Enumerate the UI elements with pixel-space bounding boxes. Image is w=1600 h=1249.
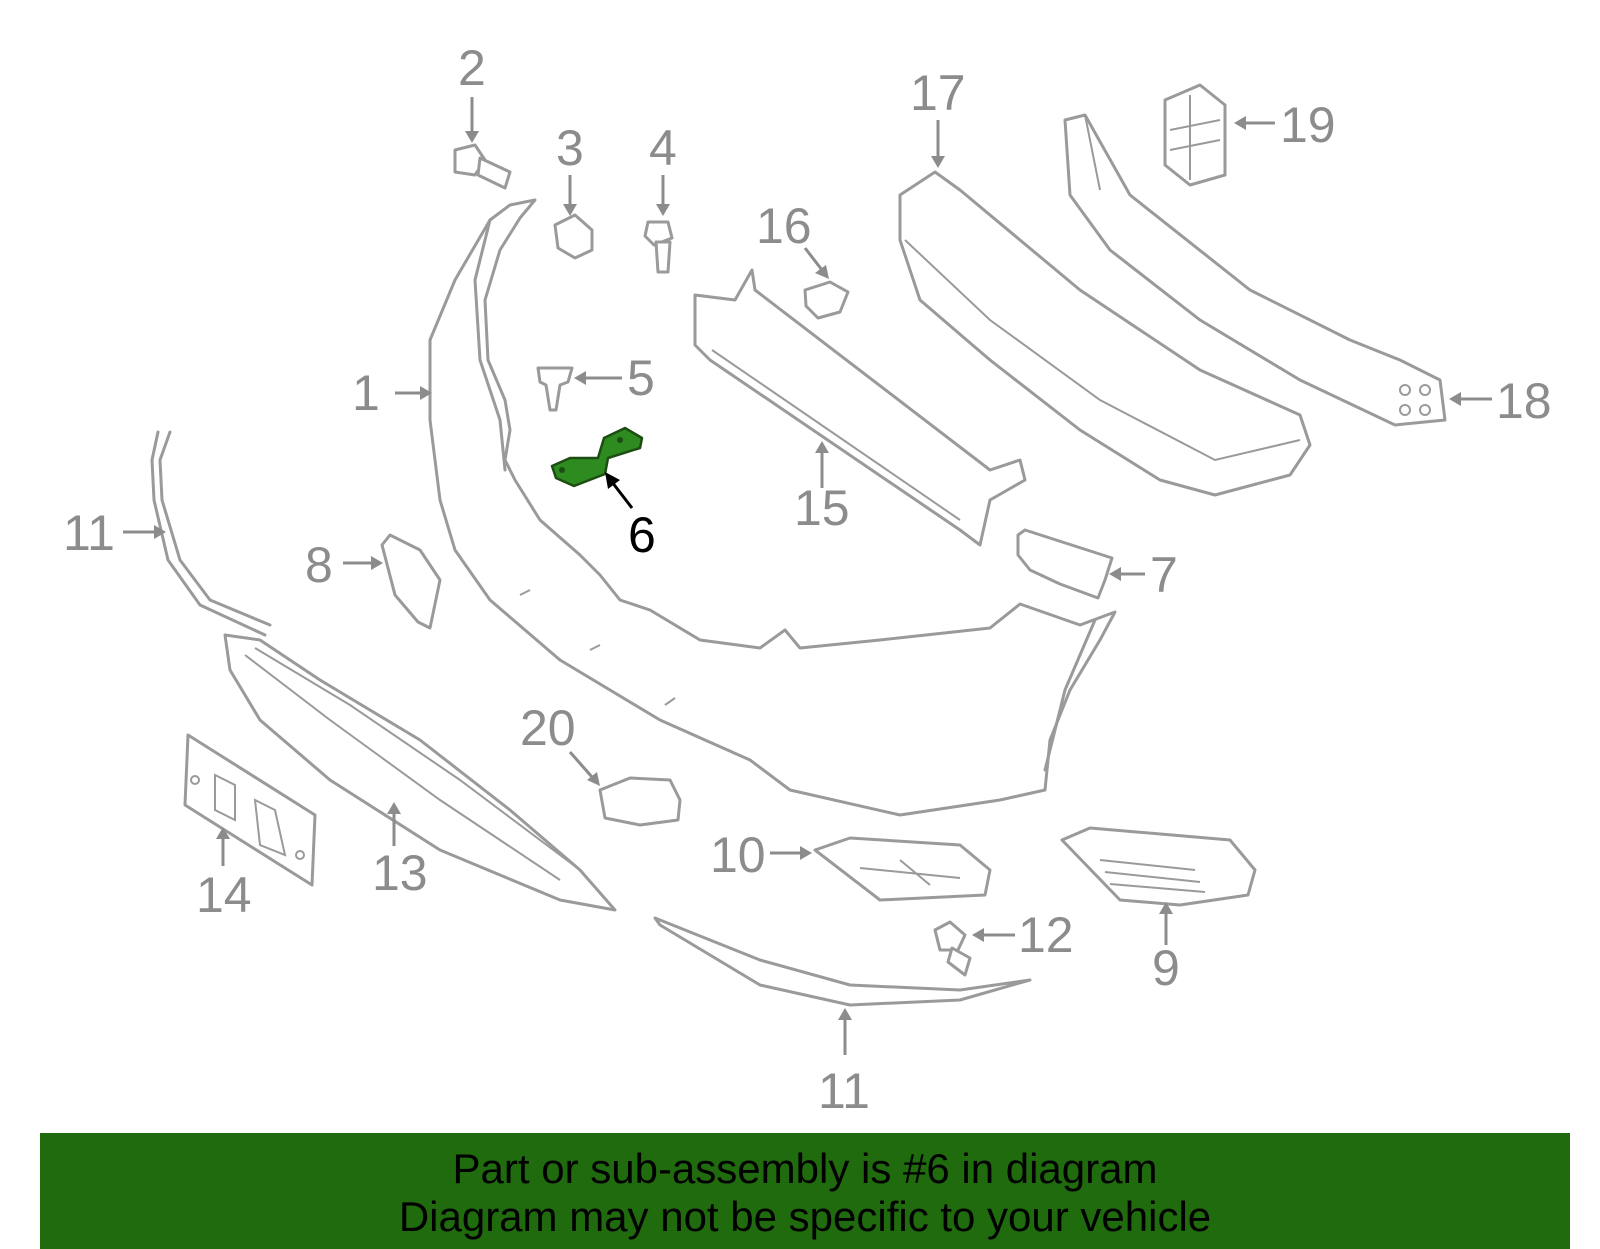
callout-4: 4 [649, 120, 677, 176]
part-3-clip [553, 213, 594, 260]
part-10-fog-bezel-left [813, 836, 992, 902]
callout-6[interactable]: 6 [628, 507, 656, 563]
callout-10: 10 [710, 827, 766, 883]
callout-labels: 1 2 3 4 5 6 7 8 9 10 11 11 12 13 14 15 1… [63, 40, 1552, 1119]
callout-11-left: 11 [63, 505, 115, 561]
part-11-molding-left [150, 430, 272, 637]
callout-7: 7 [1150, 547, 1178, 603]
part-5-push-clip [536, 366, 574, 412]
banner-line-1: Part or sub-assembly is #6 in diagram [452, 1145, 1158, 1192]
callout-12: 12 [1018, 907, 1074, 963]
callout-19: 19 [1280, 97, 1336, 153]
callout-1: 1 [352, 365, 380, 421]
parts-diagram: 1 2 3 4 5 6 7 8 9 10 11 11 12 13 14 15 1… [63, 40, 1552, 1119]
part-7-bracket [1016, 528, 1114, 600]
part-20-sensor [598, 776, 682, 827]
callout-16: 16 [756, 198, 812, 254]
callout-17: 17 [910, 65, 966, 121]
callout-8: 8 [305, 537, 333, 593]
part-9-fog-bezel-right [1060, 826, 1257, 907]
part-4-screw [643, 220, 674, 274]
callout-15: 15 [794, 480, 850, 536]
part-18-reinforcement-bar [1063, 113, 1447, 427]
callout-20: 20 [520, 700, 576, 756]
callout-arrows [123, 97, 1492, 1055]
part-13-lower-grille [223, 633, 617, 912]
callout-5: 5 [627, 350, 655, 406]
part-2-bolt [453, 143, 512, 190]
part-14-license-bracket [183, 733, 317, 887]
part-6-bracket-highlighted[interactable] [550, 426, 644, 488]
part-8-bracket [380, 533, 442, 630]
callout-14: 14 [196, 867, 252, 923]
part-15-deflector [693, 268, 1027, 547]
part-1-bumper-cover [428, 198, 1117, 817]
callout-11-lower: 11 [818, 1063, 870, 1119]
info-banner: Part or sub-assembly is #6 in diagram Di… [40, 1133, 1570, 1249]
callout-9: 9 [1152, 940, 1180, 996]
part-16-clip [803, 280, 850, 320]
part-12-bolt [933, 920, 972, 977]
banner-line-2: Diagram may not be specific to your vehi… [398, 1193, 1212, 1240]
part-17-energy-absorber [898, 170, 1312, 497]
part-11-molding-lower [653, 916, 1032, 1007]
part-19-mount-bracket [1163, 83, 1227, 187]
callout-3: 3 [556, 120, 584, 176]
callout-13: 13 [372, 845, 428, 901]
callout-18: 18 [1496, 373, 1552, 429]
callout-2: 2 [458, 40, 486, 96]
